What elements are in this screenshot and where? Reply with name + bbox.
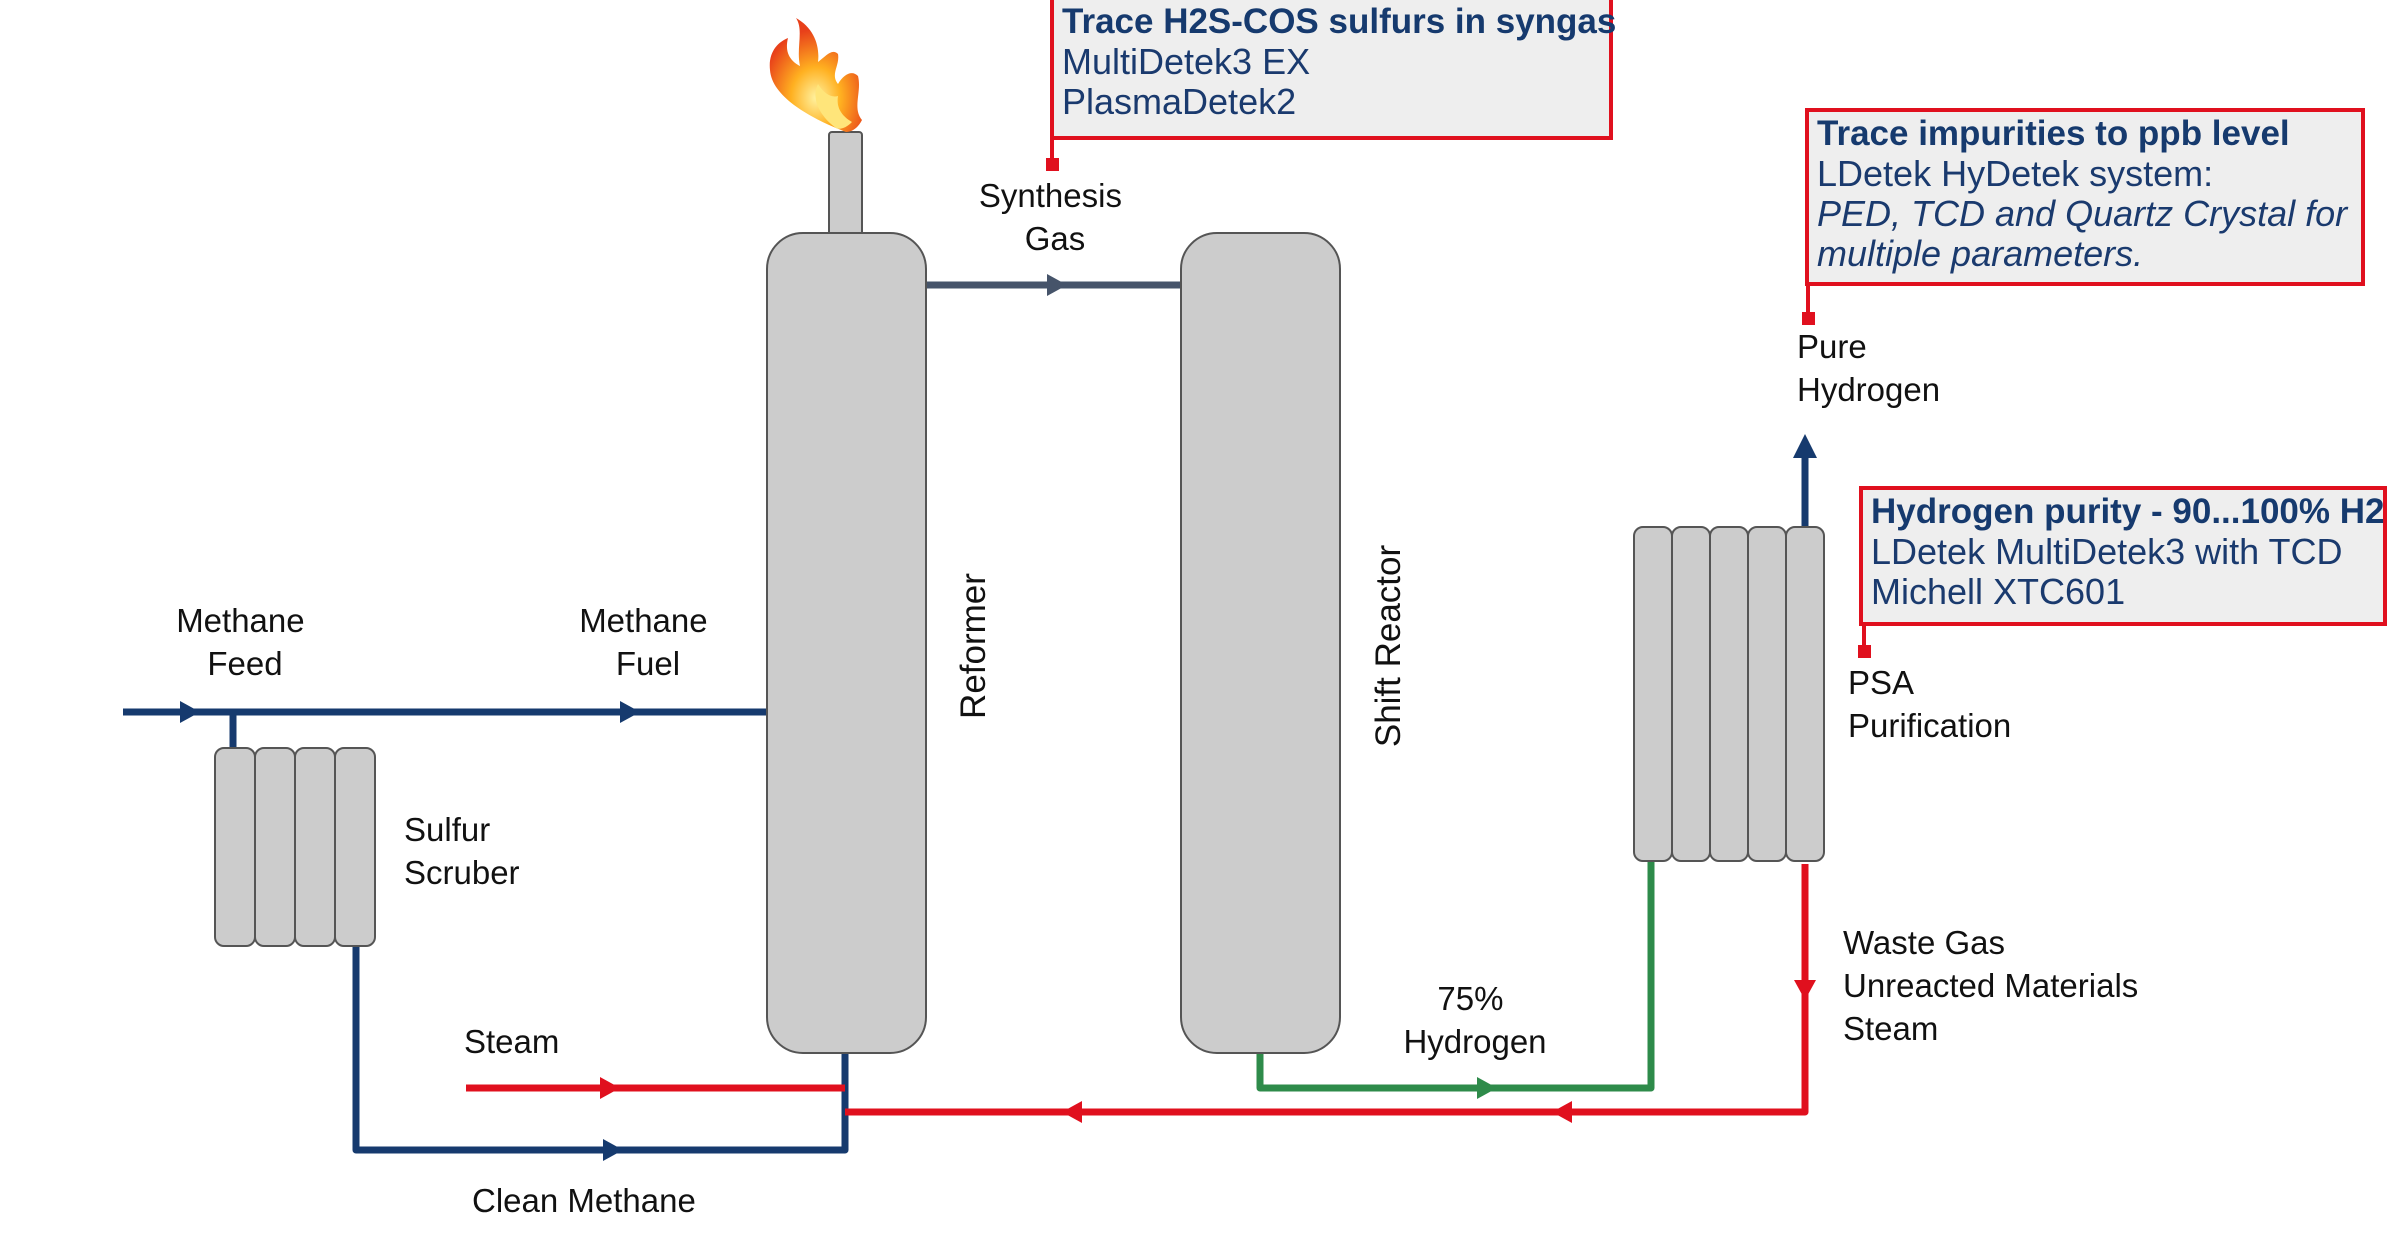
callout-pin bbox=[1802, 312, 1815, 325]
shift-reactor-vessel bbox=[1180, 232, 1341, 1054]
callout-impurities: Trace impurities to ppb level LDetek HyD… bbox=[1805, 108, 2365, 286]
callout-purity-line: Michell XTC601 bbox=[1871, 571, 2126, 612]
flow-arrow bbox=[1477, 1077, 1497, 1099]
waste-gas-line bbox=[845, 864, 1809, 1116]
callout-impurities-line: PED, TCD and Quartz Crystal for bbox=[1817, 193, 2348, 234]
psa-unit bbox=[1633, 526, 1825, 862]
callout-impurities-title: Trace impurities to ppb level bbox=[1817, 114, 2290, 153]
flow-arrow bbox=[603, 1139, 623, 1161]
callout-purity-line: LDetek MultiDetek3 with TCD bbox=[1871, 531, 2343, 572]
flow-arrow bbox=[1552, 1101, 1572, 1123]
waste-gas-label: Waste Gas Unreacted Materials Steam bbox=[1843, 924, 2147, 1047]
callout-syngas: Trace H2S-COS sulfurs in syngas MultiDet… bbox=[1050, 0, 1617, 140]
callout-syngas-line: MultiDetek3 EX bbox=[1062, 41, 1311, 82]
hydrogen-75-label: 75% Hydrogen bbox=[1403, 980, 1546, 1060]
flame-icon bbox=[769, 18, 862, 132]
callout-impurities-line: LDetek HyDetek system: bbox=[1817, 153, 2214, 194]
steam-label: Steam bbox=[464, 1023, 559, 1060]
flow-arrow bbox=[620, 701, 640, 723]
callout-purity: Hydrogen purity - 90...100% H2 LDetek Mu… bbox=[1859, 486, 2387, 626]
clean-methane-label: Clean Methane bbox=[472, 1182, 696, 1219]
synthesis-gas-label: Synthesis Gas bbox=[979, 177, 1131, 257]
callout-purity-title: Hydrogen purity - 90...100% H2 bbox=[1871, 492, 2385, 531]
flow-arrow bbox=[1062, 1101, 1082, 1123]
psa-label: PSA Purification bbox=[1848, 664, 2011, 744]
callout-impurities-line: multiple parameters. bbox=[1817, 233, 2144, 274]
flow-arrow bbox=[1047, 274, 1067, 296]
reformer-vessel bbox=[766, 131, 927, 1054]
flow-arrow bbox=[600, 1077, 620, 1099]
methane-fuel-label: Methane Fuel bbox=[579, 602, 717, 682]
callout-pin bbox=[1046, 158, 1059, 171]
callout-pin bbox=[1858, 645, 1871, 658]
callout-syngas-line: PlasmaDetek2 bbox=[1062, 81, 1297, 122]
sulfur-scrubber-label: Sulfur Scruber bbox=[404, 811, 520, 891]
callout-syngas-title: Trace H2S-COS sulfurs in syngas bbox=[1062, 2, 1617, 41]
flow-arrow bbox=[180, 701, 200, 723]
reformer-label: Reformer bbox=[954, 573, 993, 719]
pure-hydrogen-label: Pure Hydrogen bbox=[1797, 328, 1940, 408]
methane-feed-label: Methane Feed bbox=[176, 602, 314, 682]
flow-arrow bbox=[1794, 980, 1816, 1000]
sulfur-scrubber bbox=[214, 747, 376, 947]
clean-methane-line bbox=[352, 945, 849, 1154]
flow-arrow bbox=[1793, 434, 1817, 458]
shift-reactor-label: Shift Reactor bbox=[1369, 545, 1408, 748]
hydrogen-75-line bbox=[1256, 860, 1655, 1092]
